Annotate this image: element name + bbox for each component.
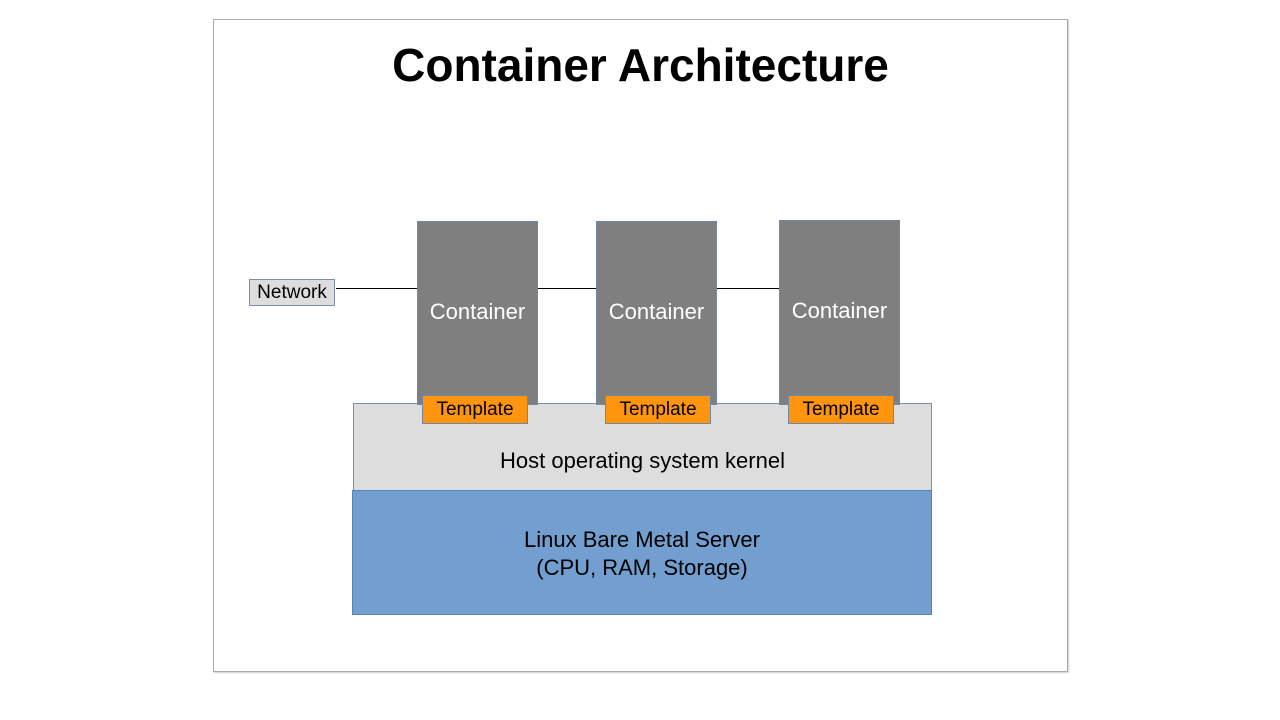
host-kernel-label: Host operating system kernel bbox=[500, 448, 785, 473]
container-box-2: Container bbox=[596, 221, 717, 405]
network-link-line bbox=[717, 288, 779, 289]
server-label-line1: Linux Bare Metal Server bbox=[524, 527, 760, 552]
server-label-line2: (CPU, RAM, Storage) bbox=[536, 555, 748, 580]
network-link-line bbox=[336, 288, 417, 289]
bare-metal-server-label: Linux Bare Metal Server (CPU, RAM, Stora… bbox=[353, 526, 931, 582]
network-box: Network bbox=[249, 279, 335, 306]
template-box-2: Template bbox=[605, 395, 711, 424]
template-box-3: Template bbox=[788, 395, 894, 424]
container-box-1: Container bbox=[417, 221, 538, 405]
network-link-line bbox=[538, 288, 596, 289]
container-label: Container bbox=[608, 299, 705, 324]
container-label: Container bbox=[791, 298, 888, 323]
slide-title: Container Architecture bbox=[392, 39, 889, 91]
template-box-1: Template bbox=[422, 395, 528, 424]
bare-metal-server-layer: Linux Bare Metal Server (CPU, RAM, Stora… bbox=[352, 490, 932, 615]
container-box-3: Container bbox=[779, 220, 900, 405]
network-label: Network bbox=[257, 282, 327, 303]
container-label: Container bbox=[429, 299, 526, 324]
